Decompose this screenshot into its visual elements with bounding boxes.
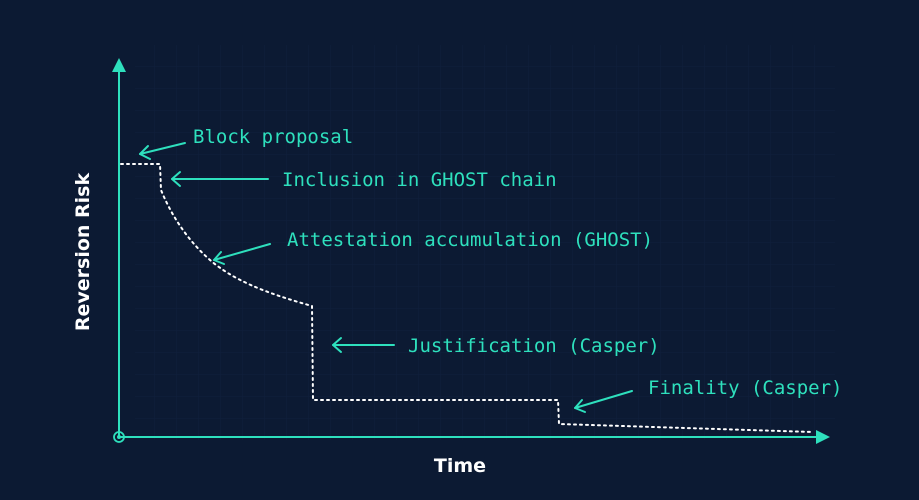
stage-label: Finality (Casper) bbox=[648, 377, 842, 399]
y-axis-title: Reversion Risk bbox=[72, 173, 94, 332]
arrow-icon bbox=[171, 171, 269, 187]
background-grid bbox=[135, 45, 835, 440]
axes bbox=[112, 58, 830, 444]
arrow-icon bbox=[332, 337, 395, 353]
arrow-icon bbox=[213, 243, 271, 265]
arrow-icon bbox=[574, 390, 633, 413]
reversion-risk-curve bbox=[120, 163, 813, 433]
x-axis-arrowhead bbox=[816, 430, 830, 444]
y-axis-arrowhead bbox=[112, 58, 126, 72]
stage-block-proposal: Block proposal bbox=[139, 126, 353, 160]
origin-marker bbox=[113, 431, 125, 443]
stage-label: Block proposal bbox=[193, 126, 353, 148]
stage-label: Inclusion in GHOST chain bbox=[282, 169, 557, 191]
arrow-icon bbox=[139, 142, 186, 160]
stage-attestation: Attestation accumulation (GHOST) bbox=[213, 229, 653, 265]
stage-finality: Finality (Casper) bbox=[574, 377, 842, 413]
stage-label: Justification (Casper) bbox=[408, 335, 660, 357]
stage-justification: Justification (Casper) bbox=[332, 335, 660, 357]
x-axis-title: Time bbox=[434, 455, 486, 477]
origin-dot bbox=[117, 435, 121, 439]
stage-inclusion: Inclusion in GHOST chain bbox=[171, 169, 557, 191]
stage-label: Attestation accumulation (GHOST) bbox=[287, 229, 653, 251]
